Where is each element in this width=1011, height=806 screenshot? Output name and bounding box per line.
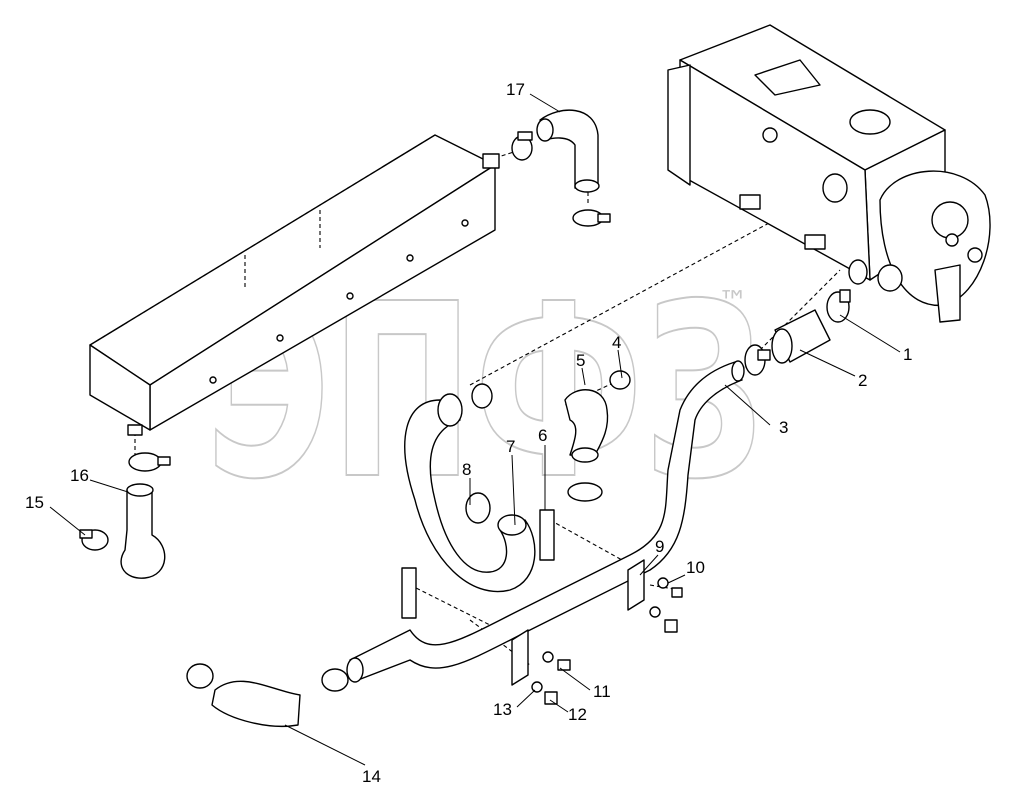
- elbow-5: [564, 370, 631, 502]
- callout-2: 2: [858, 371, 867, 390]
- elbow-hose-16: [79, 452, 171, 579]
- callout-7: 7: [506, 437, 515, 456]
- callout-4: 4: [612, 333, 621, 352]
- engine-block: [667, 24, 991, 323]
- callout-16: 16: [70, 466, 89, 485]
- callout-8: 8: [462, 460, 471, 479]
- leader-lines: [49, 93, 901, 766]
- callout-9: 9: [655, 537, 664, 556]
- bend-hose-14: [186, 663, 349, 727]
- callout-11: 11: [593, 682, 611, 701]
- callout-5: 5: [576, 351, 585, 370]
- callout-numbers: 1 2 3 4 5 6 7 8 9 10 11 12 13 14 15 16 1…: [25, 80, 912, 786]
- brackets: [401, 509, 683, 705]
- callout-17: 17: [506, 80, 525, 99]
- callout-15: 15: [25, 493, 44, 512]
- elbow-hose-17: [511, 109, 611, 227]
- short-hose-2: [771, 289, 851, 364]
- callout-10: 10: [686, 558, 705, 577]
- callout-12: 12: [568, 705, 587, 724]
- watermark-trademark: ™: [718, 285, 748, 320]
- s-hose-7: [404, 383, 536, 593]
- callout-1: 1: [903, 345, 912, 364]
- callout-3: 3: [779, 418, 788, 437]
- callout-14: 14: [362, 767, 381, 786]
- long-box-assembly: [89, 134, 500, 436]
- callout-13: 13: [493, 700, 512, 719]
- callout-6: 6: [538, 426, 547, 445]
